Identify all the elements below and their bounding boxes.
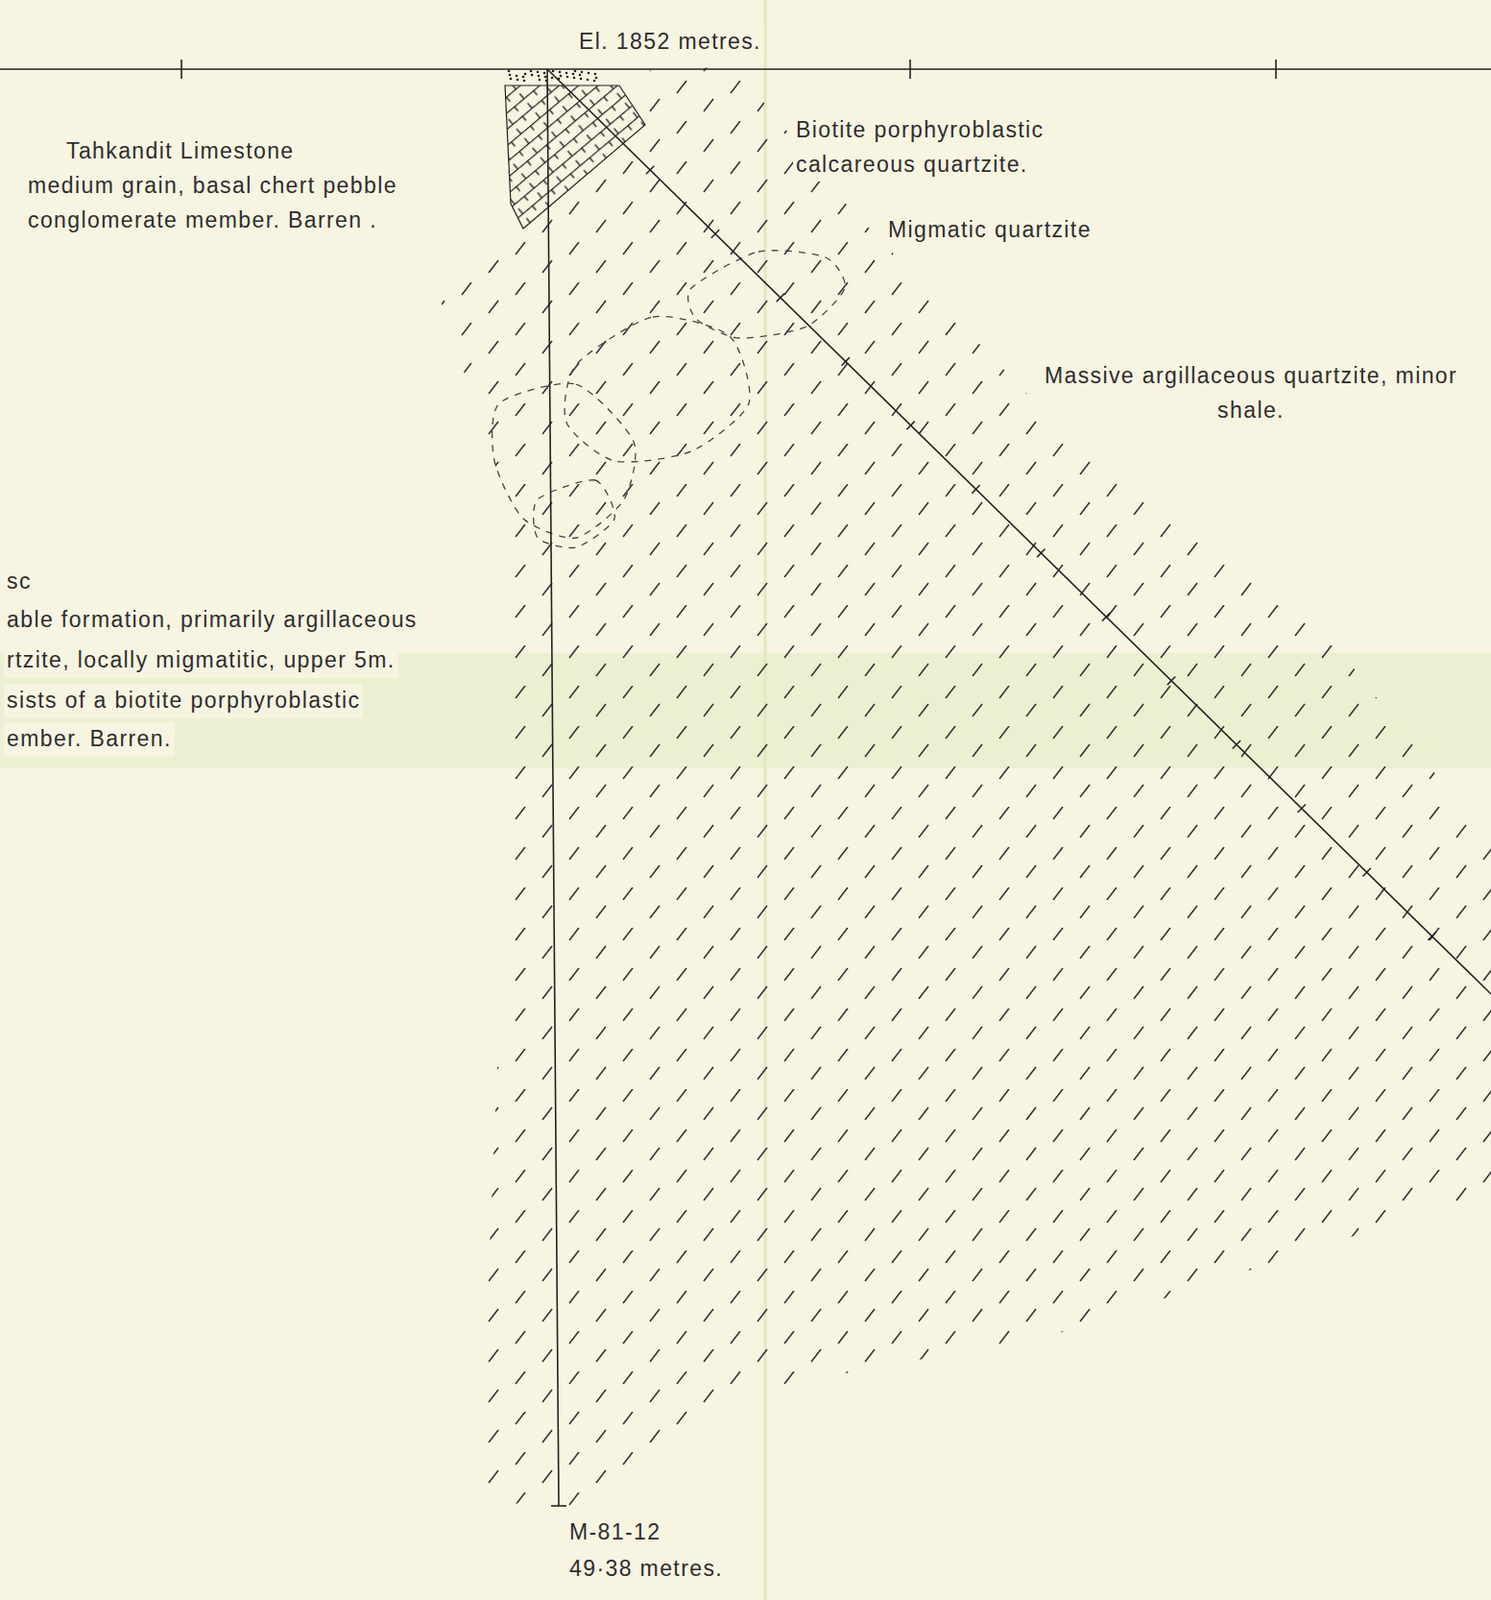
migmatite-outline (688, 250, 846, 338)
depth-tick (1036, 549, 1045, 558)
stipple-dot (508, 73, 512, 77)
stipple-dot (509, 77, 513, 81)
depth-tick (841, 357, 850, 366)
depth-tick (1298, 803, 1306, 813)
limestone-hatch (505, 85, 646, 229)
depth-tick (1362, 867, 1371, 877)
unit-label: Migmatic quartzite (885, 213, 1095, 248)
stipple-dot (523, 79, 527, 83)
stipple-dot (578, 73, 582, 77)
stipple-dot (595, 76, 599, 80)
depth-tick (1167, 676, 1176, 686)
depth-tick (1427, 931, 1436, 940)
stipple-dot (551, 76, 554, 80)
stipple-dot (580, 71, 584, 74)
hole-depth: 49·38 metres. (566, 1551, 726, 1587)
stipple-dot (524, 72, 528, 76)
stipple-dot (543, 72, 547, 75)
conglomerate-stipple (507, 70, 599, 83)
migmatite-outline (492, 383, 636, 538)
depth-tick (1232, 740, 1241, 749)
stipple-dot (579, 77, 583, 81)
stipple-dot (594, 72, 598, 76)
stipple-dot (529, 70, 533, 73)
depth-tick (906, 421, 914, 431)
surface-line (0, 68, 1491, 71)
unit-label: Biotite porphyroblastic calcareous quart… (793, 113, 1135, 182)
stipple-dot (537, 74, 541, 78)
unit-description: ember. Barren. (3, 721, 175, 757)
stipple-dot (552, 70, 555, 73)
stipple-dot (530, 73, 534, 77)
depth-tick (776, 293, 785, 303)
unit-description: sists of a biotite porphyroblastic (3, 683, 363, 719)
hole-end-tick (551, 1504, 567, 1507)
stipple-dot (574, 70, 578, 73)
stipple-dot (515, 74, 519, 78)
stipple-dot (593, 79, 597, 83)
grid-tick (180, 59, 183, 79)
stipple-dot (572, 72, 576, 76)
depth-tick (711, 229, 720, 239)
stipple-dot (516, 78, 520, 82)
depth-tick (1102, 612, 1110, 622)
unit-description: rtzite, locally migmatitic, upper 5m. (3, 643, 399, 678)
stipple-dot (507, 70, 511, 73)
depth-ticks (646, 166, 1437, 940)
vertical-drill-hole (547, 69, 559, 1506)
depth-tick (971, 484, 980, 494)
stipple-dot (544, 75, 548, 79)
unit-description: sc (3, 564, 35, 600)
grid-tick (909, 59, 912, 79)
stipple-dot (558, 71, 562, 74)
migmatite-outline (492, 250, 846, 549)
migmatite-outline (533, 480, 616, 549)
hole-name: M-81-12 (566, 1515, 664, 1550)
stipple-dot (587, 72, 591, 75)
stipple-dot (565, 72, 569, 75)
stipple-dot (573, 76, 577, 80)
inclined-drill-hole (547, 69, 1491, 994)
stipple-dot (559, 74, 563, 78)
elevation-label: El. 1852 metres. (576, 24, 765, 60)
stipple-dot (566, 75, 570, 79)
stipple-dot (586, 78, 590, 82)
grid-tick (1274, 59, 1277, 79)
unit-description: able formation, primarily argillaceous (3, 602, 421, 638)
limestone-unit (505, 85, 646, 229)
stipple-dot (536, 71, 540, 74)
unit-name: Tahkandit Limestone (63, 134, 298, 169)
depth-tick (646, 166, 654, 175)
migmatite-outline (564, 315, 750, 462)
stipple-dot (522, 75, 526, 79)
stipple-dot (538, 78, 542, 82)
unit-label: Massive argillaceous quartzite, minor sh… (1036, 359, 1466, 428)
unit-description: medium grain, basal chert pebble conglom… (24, 168, 482, 238)
